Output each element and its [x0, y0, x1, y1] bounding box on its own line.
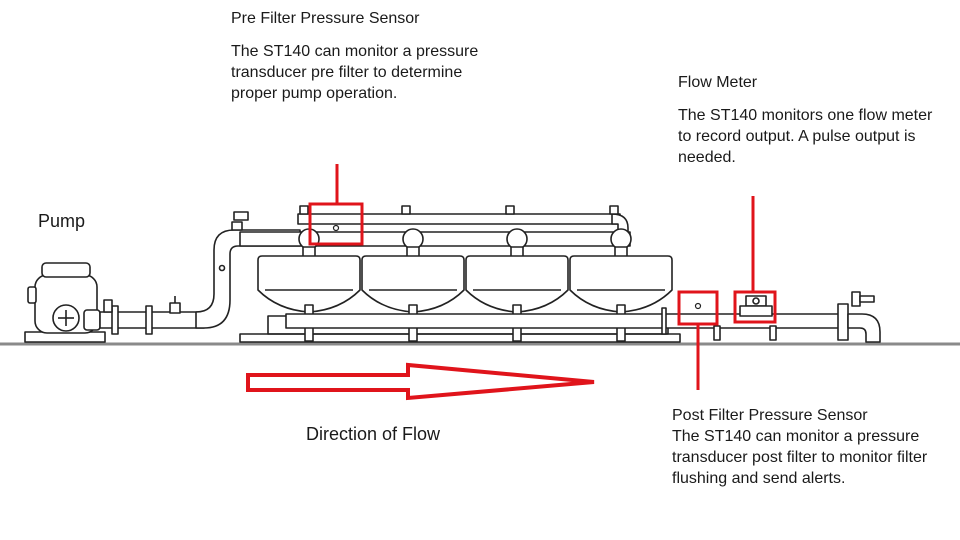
- backwash-header: [297, 213, 621, 225]
- pre-filter-sensor-annotation: Pre Filter Pressure Sensor The ST140 can…: [231, 8, 511, 104]
- pre-filter-description: The ST140 can monitor a pressure transdu…: [231, 43, 479, 102]
- pump-label: Pump: [38, 211, 86, 231]
- outlet-elbow: [847, 313, 881, 343]
- flow-meter-icon: [739, 295, 773, 317]
- post-filter-title: Post Filter Pressure Sensor: [672, 407, 868, 424]
- highlights: [308, 164, 777, 390]
- post-filter-sensor-annotation: Post Filter Pressure Sensor The ST140 ca…: [672, 405, 957, 489]
- flow-meter-description: The ST140 monitors one flow meter to rec…: [678, 107, 933, 166]
- flow-direction-arrow: [246, 362, 595, 401]
- pump-icon: [24, 262, 106, 343]
- post-filter-description: The ST140 can monitor a pressure transdu…: [672, 428, 928, 487]
- flow-meter-highlight: [733, 290, 777, 324]
- direction-of-flow-label: Direction of Flow: [306, 424, 441, 444]
- flow-meter-annotation: Flow Meter The ST140 monitors one flow m…: [678, 72, 953, 168]
- pre-filter-title: Pre Filter Pressure Sensor: [231, 10, 420, 27]
- flow-meter-title: Flow Meter: [678, 74, 758, 91]
